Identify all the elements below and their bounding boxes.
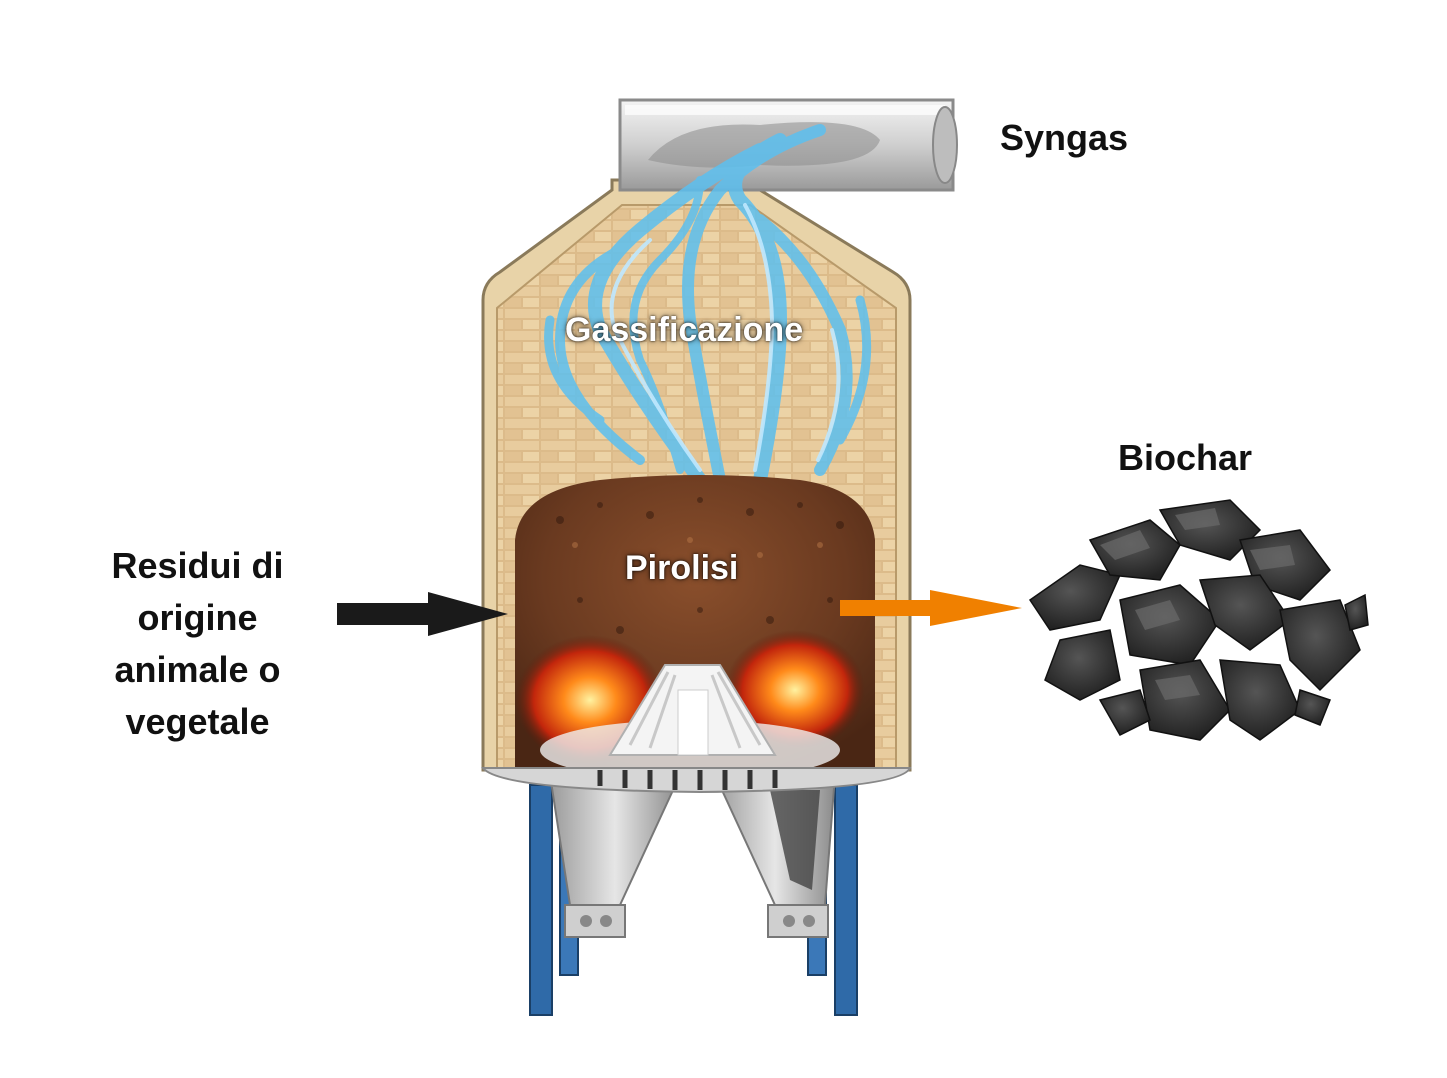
grate <box>480 767 912 794</box>
input-label: Residui di origine animale o vegetale <box>60 540 335 748</box>
biochar-label: Biochar <box>1118 437 1253 478</box>
biochar-pile <box>1028 499 1369 741</box>
syngas-label: Syngas <box>1000 117 1129 158</box>
output-arrow <box>840 590 1022 626</box>
pyrolysis-label: Pirolisi <box>625 549 739 587</box>
ash-hopper-left <box>548 774 682 906</box>
input-arrow <box>337 592 508 636</box>
gasification-label: Gassificazione <box>565 311 804 349</box>
input-label-line: origine <box>137 597 258 638</box>
input-label-line: animale o <box>114 649 281 690</box>
support-leg <box>834 784 858 1016</box>
input-label-line: vegetale <box>125 701 270 742</box>
air-nozzle <box>608 664 777 756</box>
input-label-line: Residui di <box>111 545 284 586</box>
support-leg <box>529 784 553 1016</box>
